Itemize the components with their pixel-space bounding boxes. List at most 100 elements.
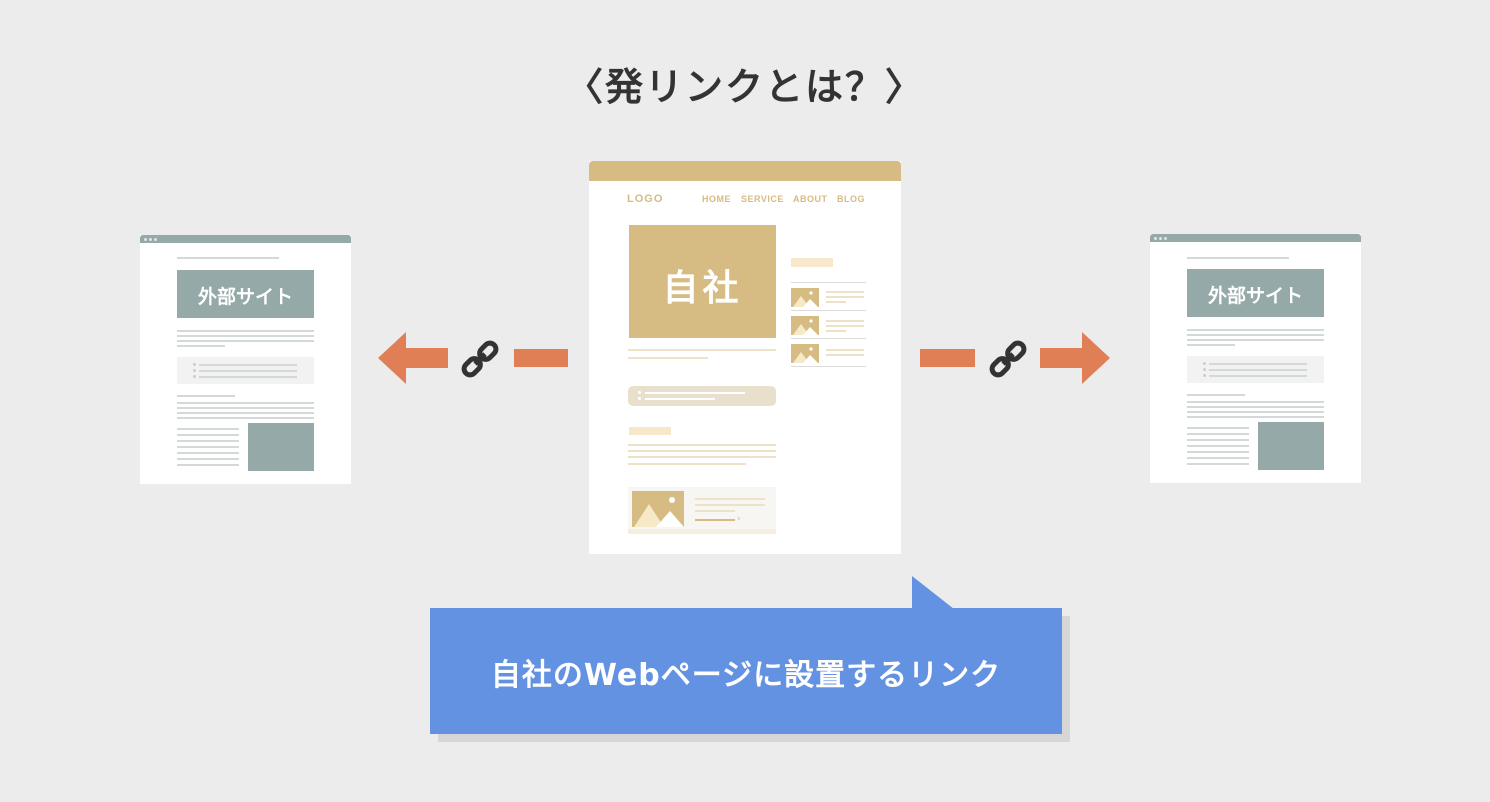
hero-block: 自社 — [629, 225, 776, 338]
text-line — [1187, 457, 1249, 459]
text-line — [826, 325, 864, 327]
section-heading — [629, 427, 671, 435]
text-line — [628, 349, 776, 351]
text-line — [826, 354, 864, 356]
text-line — [826, 320, 864, 322]
nav-item-about: ABOUT — [793, 194, 828, 204]
external-site-left: 外部サイト — [140, 235, 351, 484]
text-line — [177, 330, 314, 332]
outgoing-link-right — [920, 332, 1110, 384]
external-site-label: 外部サイト — [1207, 285, 1303, 307]
text-line — [1187, 394, 1245, 396]
image-placeholder-icon — [632, 491, 684, 527]
text-line — [1187, 433, 1249, 435]
callout-pointer — [912, 576, 954, 609]
link-chain-icon — [989, 340, 1027, 378]
image-placeholder-icon — [791, 316, 819, 335]
browser-bar — [1150, 234, 1361, 242]
list-box — [177, 357, 314, 384]
external-site-label-box: 外部サイト — [1187, 269, 1324, 317]
text-line — [1187, 257, 1289, 259]
text-line — [177, 257, 279, 259]
list-box — [628, 386, 776, 406]
nav-item-blog: BLOG — [837, 194, 865, 204]
image-placeholder-icon — [791, 288, 819, 307]
hero-label: 自社 — [662, 268, 743, 309]
window-dot — [154, 238, 157, 241]
bullet — [1203, 368, 1206, 371]
bullet — [638, 391, 641, 394]
browser-bar — [140, 235, 351, 243]
text-line — [695, 504, 765, 506]
browser-bar — [589, 161, 901, 181]
divider — [791, 366, 866, 367]
text-line — [1209, 375, 1307, 377]
image-block — [248, 423, 314, 471]
text-line — [177, 428, 239, 430]
window-dot — [144, 238, 147, 241]
text-line — [645, 398, 715, 400]
diagram-title: 〈発リンクとは？〉 — [564, 65, 925, 109]
text-line — [645, 392, 745, 394]
divider — [791, 338, 866, 339]
list-box — [1187, 356, 1324, 383]
site-logo: LOGO — [627, 193, 664, 205]
text-line — [1187, 334, 1324, 336]
text-line — [177, 335, 314, 337]
text-line — [1187, 411, 1324, 413]
arrow-right-icon — [1040, 332, 1110, 384]
text-line — [1187, 445, 1249, 447]
text-line — [1187, 339, 1324, 341]
image-placeholder-icon — [791, 344, 819, 363]
image-block — [1258, 422, 1324, 470]
text-line — [1187, 401, 1324, 403]
window-dot — [1154, 237, 1157, 240]
text-line — [177, 395, 235, 397]
text-line — [177, 407, 314, 409]
text-line — [1187, 416, 1324, 418]
nav-item-home: HOME — [702, 194, 731, 204]
window-dot — [149, 238, 152, 241]
text-line — [1187, 451, 1249, 453]
window-dot — [1164, 237, 1167, 240]
outgoing-link-left — [378, 332, 568, 384]
text-line — [1187, 406, 1324, 408]
own-site-page: LOGO HOME SERVICE ABOUT BLOG 自社 — [589, 161, 901, 554]
text-line — [177, 452, 239, 454]
card-footer — [628, 529, 776, 534]
sidebar-heading — [791, 258, 833, 267]
dash-segment — [514, 349, 568, 367]
text-line — [628, 357, 708, 359]
text-line — [177, 340, 314, 342]
text-line — [199, 364, 297, 366]
text-line — [1187, 427, 1249, 429]
external-site-label: 外部サイト — [197, 286, 293, 308]
callout-box: 自社のWebページに設置するリンク — [430, 608, 1062, 734]
text-line — [1187, 329, 1324, 331]
text-line — [177, 464, 239, 466]
article-card: › — [628, 487, 776, 533]
text-line — [1187, 344, 1235, 346]
text-line — [177, 458, 239, 460]
text-line — [1187, 439, 1249, 441]
text-line — [826, 301, 846, 303]
read-more-line — [695, 519, 735, 521]
text-line — [628, 456, 776, 458]
text-line — [177, 434, 239, 436]
text-line — [199, 376, 297, 378]
link-chain-icon — [461, 340, 499, 378]
text-line — [628, 450, 776, 452]
bullet — [193, 375, 196, 378]
callout-text: 自社のWebページに設置するリンク — [490, 658, 1002, 693]
chevron-right-icon: › — [737, 514, 741, 524]
external-site-label-box: 外部サイト — [177, 270, 314, 318]
text-line — [177, 412, 314, 414]
external-site-right: 外部サイト — [1150, 234, 1361, 483]
text-line — [826, 330, 846, 332]
divider — [791, 282, 866, 283]
text-line — [826, 349, 864, 351]
text-line — [177, 345, 225, 347]
text-line — [628, 444, 776, 446]
text-line — [1209, 363, 1307, 365]
window-dot — [1159, 237, 1162, 240]
